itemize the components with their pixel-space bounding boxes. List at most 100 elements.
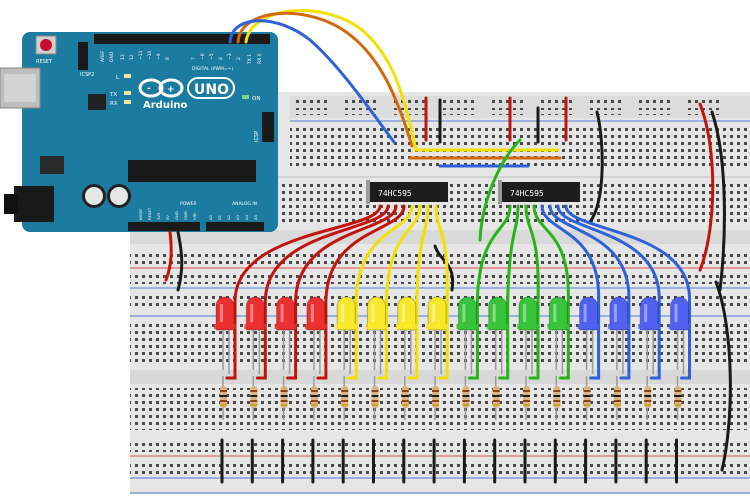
top-power-rail [290,96,750,122]
wire-black-gnd [176,230,184,292]
wire-yellow-data [244,9,418,152]
output-wires [225,204,692,380]
power-header [128,222,200,231]
resistor [613,376,621,420]
resistor [492,376,500,420]
uno-badge: UNO [187,77,235,99]
uno-label: UNO [194,82,229,98]
resistor [341,376,349,420]
led-red [304,296,327,374]
resistor [523,376,530,420]
digital-pin-13: 13 [120,54,126,60]
shift-register-2: 74HC595 [498,180,580,204]
led-wire [564,204,692,380]
arduino-signal-wires [164,9,418,292]
bottom-power-rail [130,440,750,494]
led-wire [434,204,449,380]
led-green [547,296,570,374]
led-wire [540,204,601,380]
digital-pin-2: 2 [236,57,242,60]
digital-pin-9: ~9 [156,53,162,60]
led-blue [577,296,600,374]
led-wire [286,204,398,380]
led-red [244,296,267,374]
led-wire [548,204,631,380]
digital-pin-3: ~3 [227,53,233,60]
digital-pin-labels: AREF GND 13 12 ~11 ~10 ~9 8 7 ~6 ~5 4 ~3… [100,50,263,65]
icsp-header [262,112,274,142]
led-red [214,296,236,374]
power-pin-labels: IOREF RESET 3V3 5V GND GND VIN [138,207,197,220]
reset-label: RESET [36,59,53,65]
power-pin-gnd-1: GND [174,211,179,220]
led-array [214,296,691,374]
digital-pin-12: 12 [129,54,135,60]
led-wire [377,204,422,380]
led-label-l: L [116,75,120,81]
led-blue [607,296,630,374]
led-blue [668,296,691,374]
digital-pin-7: 7 [191,57,197,60]
led-wire [498,204,520,380]
power-pin-ioref: IOREF [138,209,143,220]
resistor [553,376,561,420]
on-label: ON [252,96,260,102]
power-pin-gnd-2: GND [183,211,188,220]
usb-chip [88,94,106,110]
arduino-brand: Arduino [143,100,187,111]
digital-pin-10: ~10 [147,50,153,60]
resistor [371,376,379,420]
aref-label: AREF [100,50,106,62]
led-yellow [426,296,449,374]
ground-jumpers [220,438,678,484]
digital-pin-4: 4 [218,57,224,60]
resistor [674,376,682,420]
analog-pin-a0: A0 [208,214,213,220]
led-wire [225,204,382,380]
led-yellow [365,296,388,374]
resistor-array [220,376,682,420]
led-wire [255,204,390,380]
led-label-tx: TX [109,92,117,98]
analog-pin-a4: A4 [244,214,249,220]
power-pin-reset: RESET [147,207,152,220]
led-blue [638,296,661,374]
svg-text:-: - [147,84,151,94]
led-wire [467,204,512,380]
resistor [220,376,227,420]
svg-text:+: + [167,85,175,95]
led-wire [532,204,570,380]
resistor [583,376,591,420]
analog-pin-labels: A0 A1 A2 A3 A4 A5 [208,214,258,220]
analog-pin-a1: A1 [217,214,222,220]
shift-register-1-label: 74HC595 [378,189,412,198]
analog-label: ANALOG IN [232,201,257,207]
digital-header-label: DIGITAL (PWM=~) [192,66,233,72]
analog-header [206,222,264,231]
digital-pin-6: ~6 [200,53,206,60]
led-yellow [395,296,418,374]
resistor [462,376,470,420]
voltage-regulator [40,156,64,174]
resistor [401,376,409,420]
shift-register-1: 74HC595 [366,180,448,204]
digital-header [94,34,270,44]
led-wire [524,204,540,380]
led-green [456,296,479,374]
wire-red-5v [164,230,173,282]
digital-pin-8: 8 [165,57,171,60]
power-pin-3v3: 3V3 [156,212,161,220]
analog-pin-a5: A5 [253,214,258,220]
led-label-rx: RX [110,101,118,107]
atmega-chip [128,160,256,182]
shift-register-2-label: 74HC595 [510,189,544,198]
power-pin-5v: 5V [165,215,170,220]
icsp2-header [78,42,88,70]
resistor [644,376,652,420]
analog-pin-a3: A3 [235,214,240,220]
arduino-board: RESET ICSP2 AREF GND 13 12 ~11 ~10 ~9 8 … [0,32,278,232]
led-wire [346,204,414,380]
status-leds: L TX RX [109,74,131,107]
led-red [274,296,297,374]
